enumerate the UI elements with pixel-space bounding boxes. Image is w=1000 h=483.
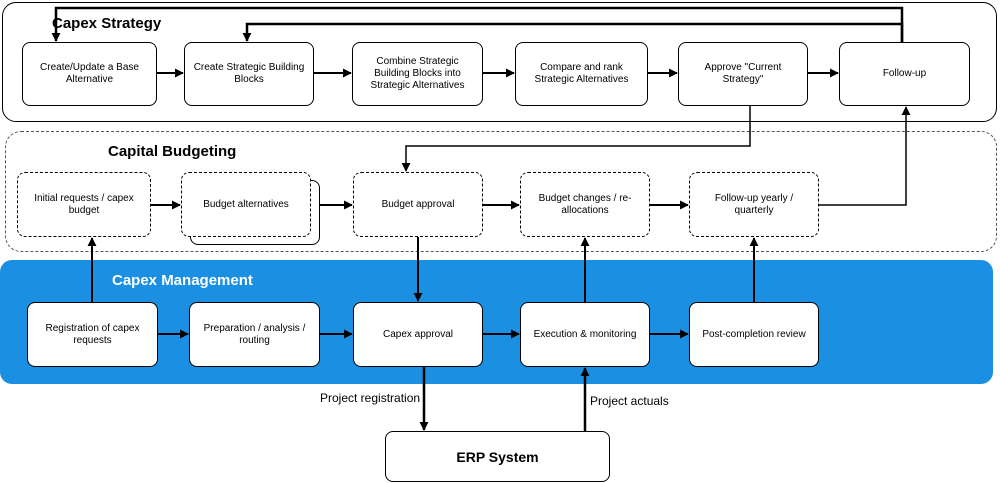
- step-post-completion-review: Post-completion review: [689, 302, 819, 367]
- step-budget-approval: Budget approval: [353, 172, 483, 237]
- step-follow-up-yearly: Follow-up yearly / quarterly: [689, 172, 819, 237]
- step-execution-monitoring: Execution & monitoring: [520, 302, 650, 367]
- step-strategy-follow-up: Follow-up: [839, 42, 970, 106]
- lane-title-capital-budgeting: Capital Budgeting: [108, 143, 237, 160]
- label-project-registration: Project registration: [320, 391, 421, 405]
- step-budget-changes: Budget changes / re-allocations: [520, 172, 650, 237]
- step-compare-rank-alternatives: Compare and rank Strategic Alternatives: [515, 42, 648, 106]
- step-capex-approval: Capex approval: [353, 302, 483, 367]
- step-budget-alternatives: Budget alternatives: [181, 172, 311, 237]
- lane-title-capex-strategy: Capex Strategy: [52, 15, 162, 32]
- lane-capex-management: [0, 260, 993, 384]
- step-registration-requests: Registration of capex requests: [27, 302, 158, 367]
- step-initial-requests: Initial requests / capex budget: [17, 172, 151, 237]
- step-preparation-analysis: Preparation / analysis / routing: [189, 302, 320, 367]
- step-create-base-alternative: Create/Update a Base Alternative: [22, 42, 157, 106]
- erp-system-box: ERP System: [385, 431, 610, 482]
- step-create-building-blocks: Create Strategic Building Blocks: [184, 42, 314, 106]
- lane-title-capex-management: Capex Management: [112, 272, 253, 289]
- step-approve-current-strategy: Approve "Current Strategy": [678, 42, 808, 106]
- step-combine-building-blocks: Combine Strategic Building Blocks into S…: [352, 42, 483, 106]
- label-project-actuals: Project actuals: [590, 394, 669, 408]
